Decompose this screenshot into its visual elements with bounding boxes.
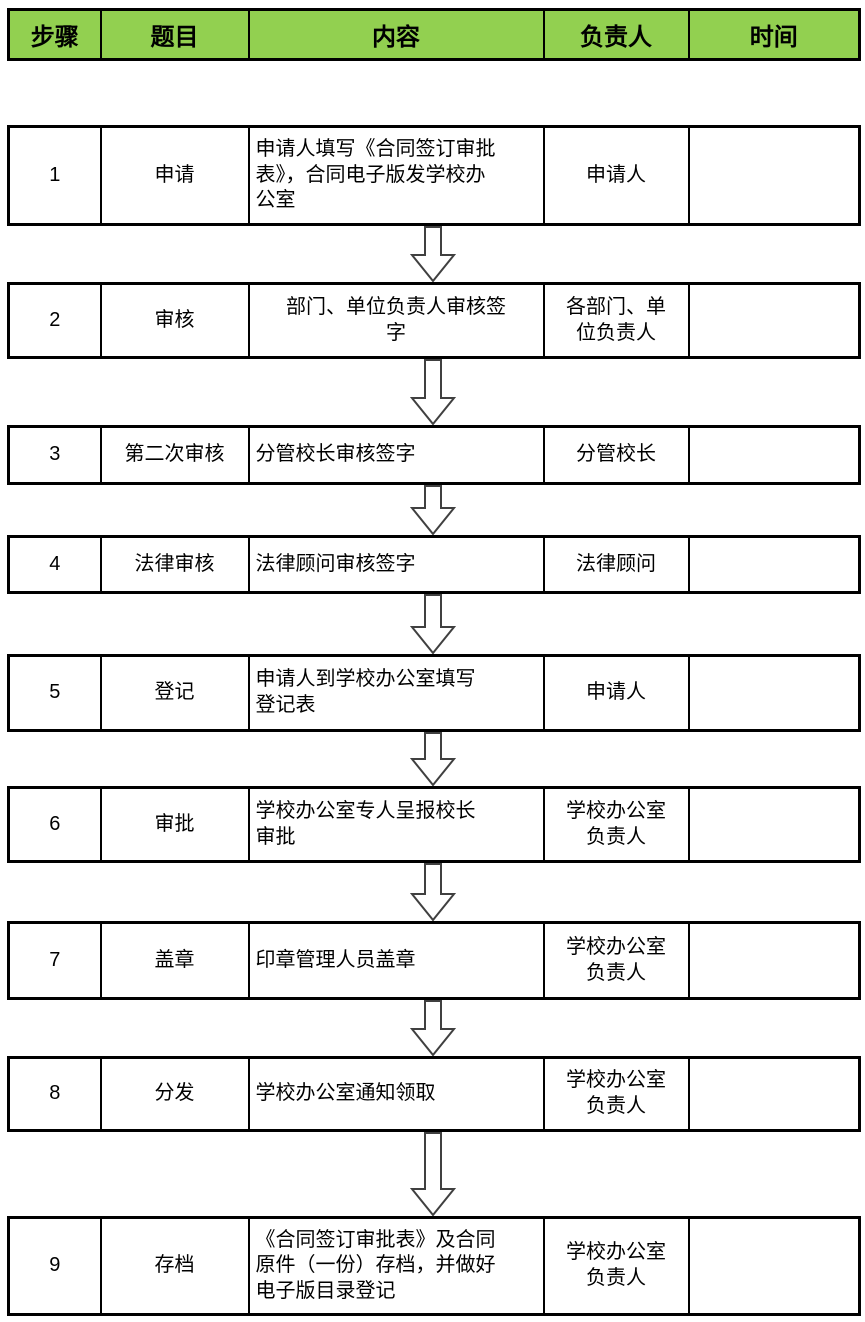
step-title-cell: 分发: [99, 1056, 250, 1132]
step-owner-cell: 学校办公室 负责人: [542, 786, 690, 863]
column-header-content: 内容: [247, 8, 545, 61]
step-title-cell: 申请: [99, 125, 250, 226]
step-time-cell: [687, 921, 861, 1000]
step-row: 8 分发 学校办公室通知领取 学校办公室 负责人: [7, 1056, 861, 1132]
header-row: 步骤 题目 内容 负责人 时间: [7, 8, 861, 61]
step-owner-cell: 学校办公室 负责人: [542, 1216, 690, 1316]
column-header-owner: 负责人: [542, 8, 690, 61]
flow-steps: 1 申请 申请人填写《合同签订审批 表》，合同电子版发学校办 公室 申请人 2 …: [7, 125, 861, 1316]
step-owner-cell: 申请人: [542, 654, 690, 732]
step-title-cell: 审批: [99, 786, 250, 863]
step-owner-cell: 分管校长: [542, 425, 690, 485]
step-time-cell: [687, 125, 861, 226]
step-row: 6 审批 学校办公室专人呈报校长 审批 学校办公室 负责人: [7, 786, 861, 863]
step-owner-cell: 学校办公室 负责人: [542, 1056, 690, 1132]
step-content-cell: 申请人填写《合同签订审批 表》，合同电子版发学校办 公室: [247, 125, 545, 226]
step-title-cell: 审核: [99, 282, 250, 359]
step-time-cell: [687, 786, 861, 863]
step-time-cell: [687, 1056, 861, 1132]
step-row: 4 法律审核 法律顾问审核签字 法律顾问: [7, 535, 861, 594]
step-title-cell: 存档: [99, 1216, 250, 1316]
down-arrow-icon: [7, 1132, 858, 1216]
step-time-cell: [687, 425, 861, 485]
step-time-cell: [687, 282, 861, 359]
column-header-title: 题目: [99, 8, 250, 61]
step-title-cell: 第二次审核: [99, 425, 250, 485]
step-row: 5 登记 申请人到学校办公室填写 登记表 申请人: [7, 654, 861, 732]
step-row: 2 审核 部门、单位负责人审核签 字 各部门、单 位负责人: [7, 282, 861, 359]
step-time-cell: [687, 1216, 861, 1316]
step-content-cell: 学校办公室专人呈报校长 审批: [247, 786, 545, 863]
step-row: 1 申请 申请人填写《合同签订审批 表》，合同电子版发学校办 公室 申请人: [7, 125, 861, 226]
step-number-cell: 4: [7, 535, 102, 594]
step-row: 9 存档 《合同签订审批表》及合同 原件（一份）存档，并做好 电子版目录登记 学…: [7, 1216, 861, 1316]
step-number-cell: 2: [7, 282, 102, 359]
down-arrow-icon: [7, 863, 858, 921]
step-number-cell: 3: [7, 425, 102, 485]
step-title-cell: 登记: [99, 654, 250, 732]
step-number-cell: 7: [7, 921, 102, 1000]
step-content-cell: 分管校长审核签字: [247, 425, 545, 485]
step-title-cell: 法律审核: [99, 535, 250, 594]
step-number-cell: 8: [7, 1056, 102, 1132]
step-content-cell: 部门、单位负责人审核签 字: [247, 282, 545, 359]
down-arrow-icon: [7, 594, 858, 654]
step-number-cell: 1: [7, 125, 102, 226]
down-arrow-icon: [7, 485, 858, 535]
step-row: 7 盖章 印章管理人员盖章 学校办公室 负责人: [7, 921, 861, 1000]
down-arrow-icon: [7, 359, 858, 425]
step-owner-cell: 申请人: [542, 125, 690, 226]
step-owner-cell: 法律顾问: [542, 535, 690, 594]
step-number-cell: 5: [7, 654, 102, 732]
down-arrow-icon: [7, 732, 858, 786]
down-arrow-icon: [7, 1000, 858, 1056]
column-header-time: 时间: [687, 8, 861, 61]
step-content-cell: 申请人到学校办公室填写 登记表: [247, 654, 545, 732]
step-row: 3 第二次审核 分管校长审核签字 分管校长: [7, 425, 861, 485]
step-number-cell: 9: [7, 1216, 102, 1316]
step-owner-cell: 学校办公室 负责人: [542, 921, 690, 1000]
step-content-cell: 《合同签订审批表》及合同 原件（一份）存档，并做好 电子版目录登记: [247, 1216, 545, 1316]
step-number-cell: 6: [7, 786, 102, 863]
step-time-cell: [687, 535, 861, 594]
down-arrow-icon: [7, 226, 858, 282]
step-owner-cell: 各部门、单 位负责人: [542, 282, 690, 359]
step-time-cell: [687, 654, 861, 732]
header-spacer: [7, 61, 858, 125]
step-content-cell: 学校办公室通知领取: [247, 1056, 545, 1132]
step-content-cell: 法律顾问审核签字: [247, 535, 545, 594]
column-header-step: 步骤: [7, 8, 102, 61]
step-content-cell: 印章管理人员盖章: [247, 921, 545, 1000]
step-title-cell: 盖章: [99, 921, 250, 1000]
